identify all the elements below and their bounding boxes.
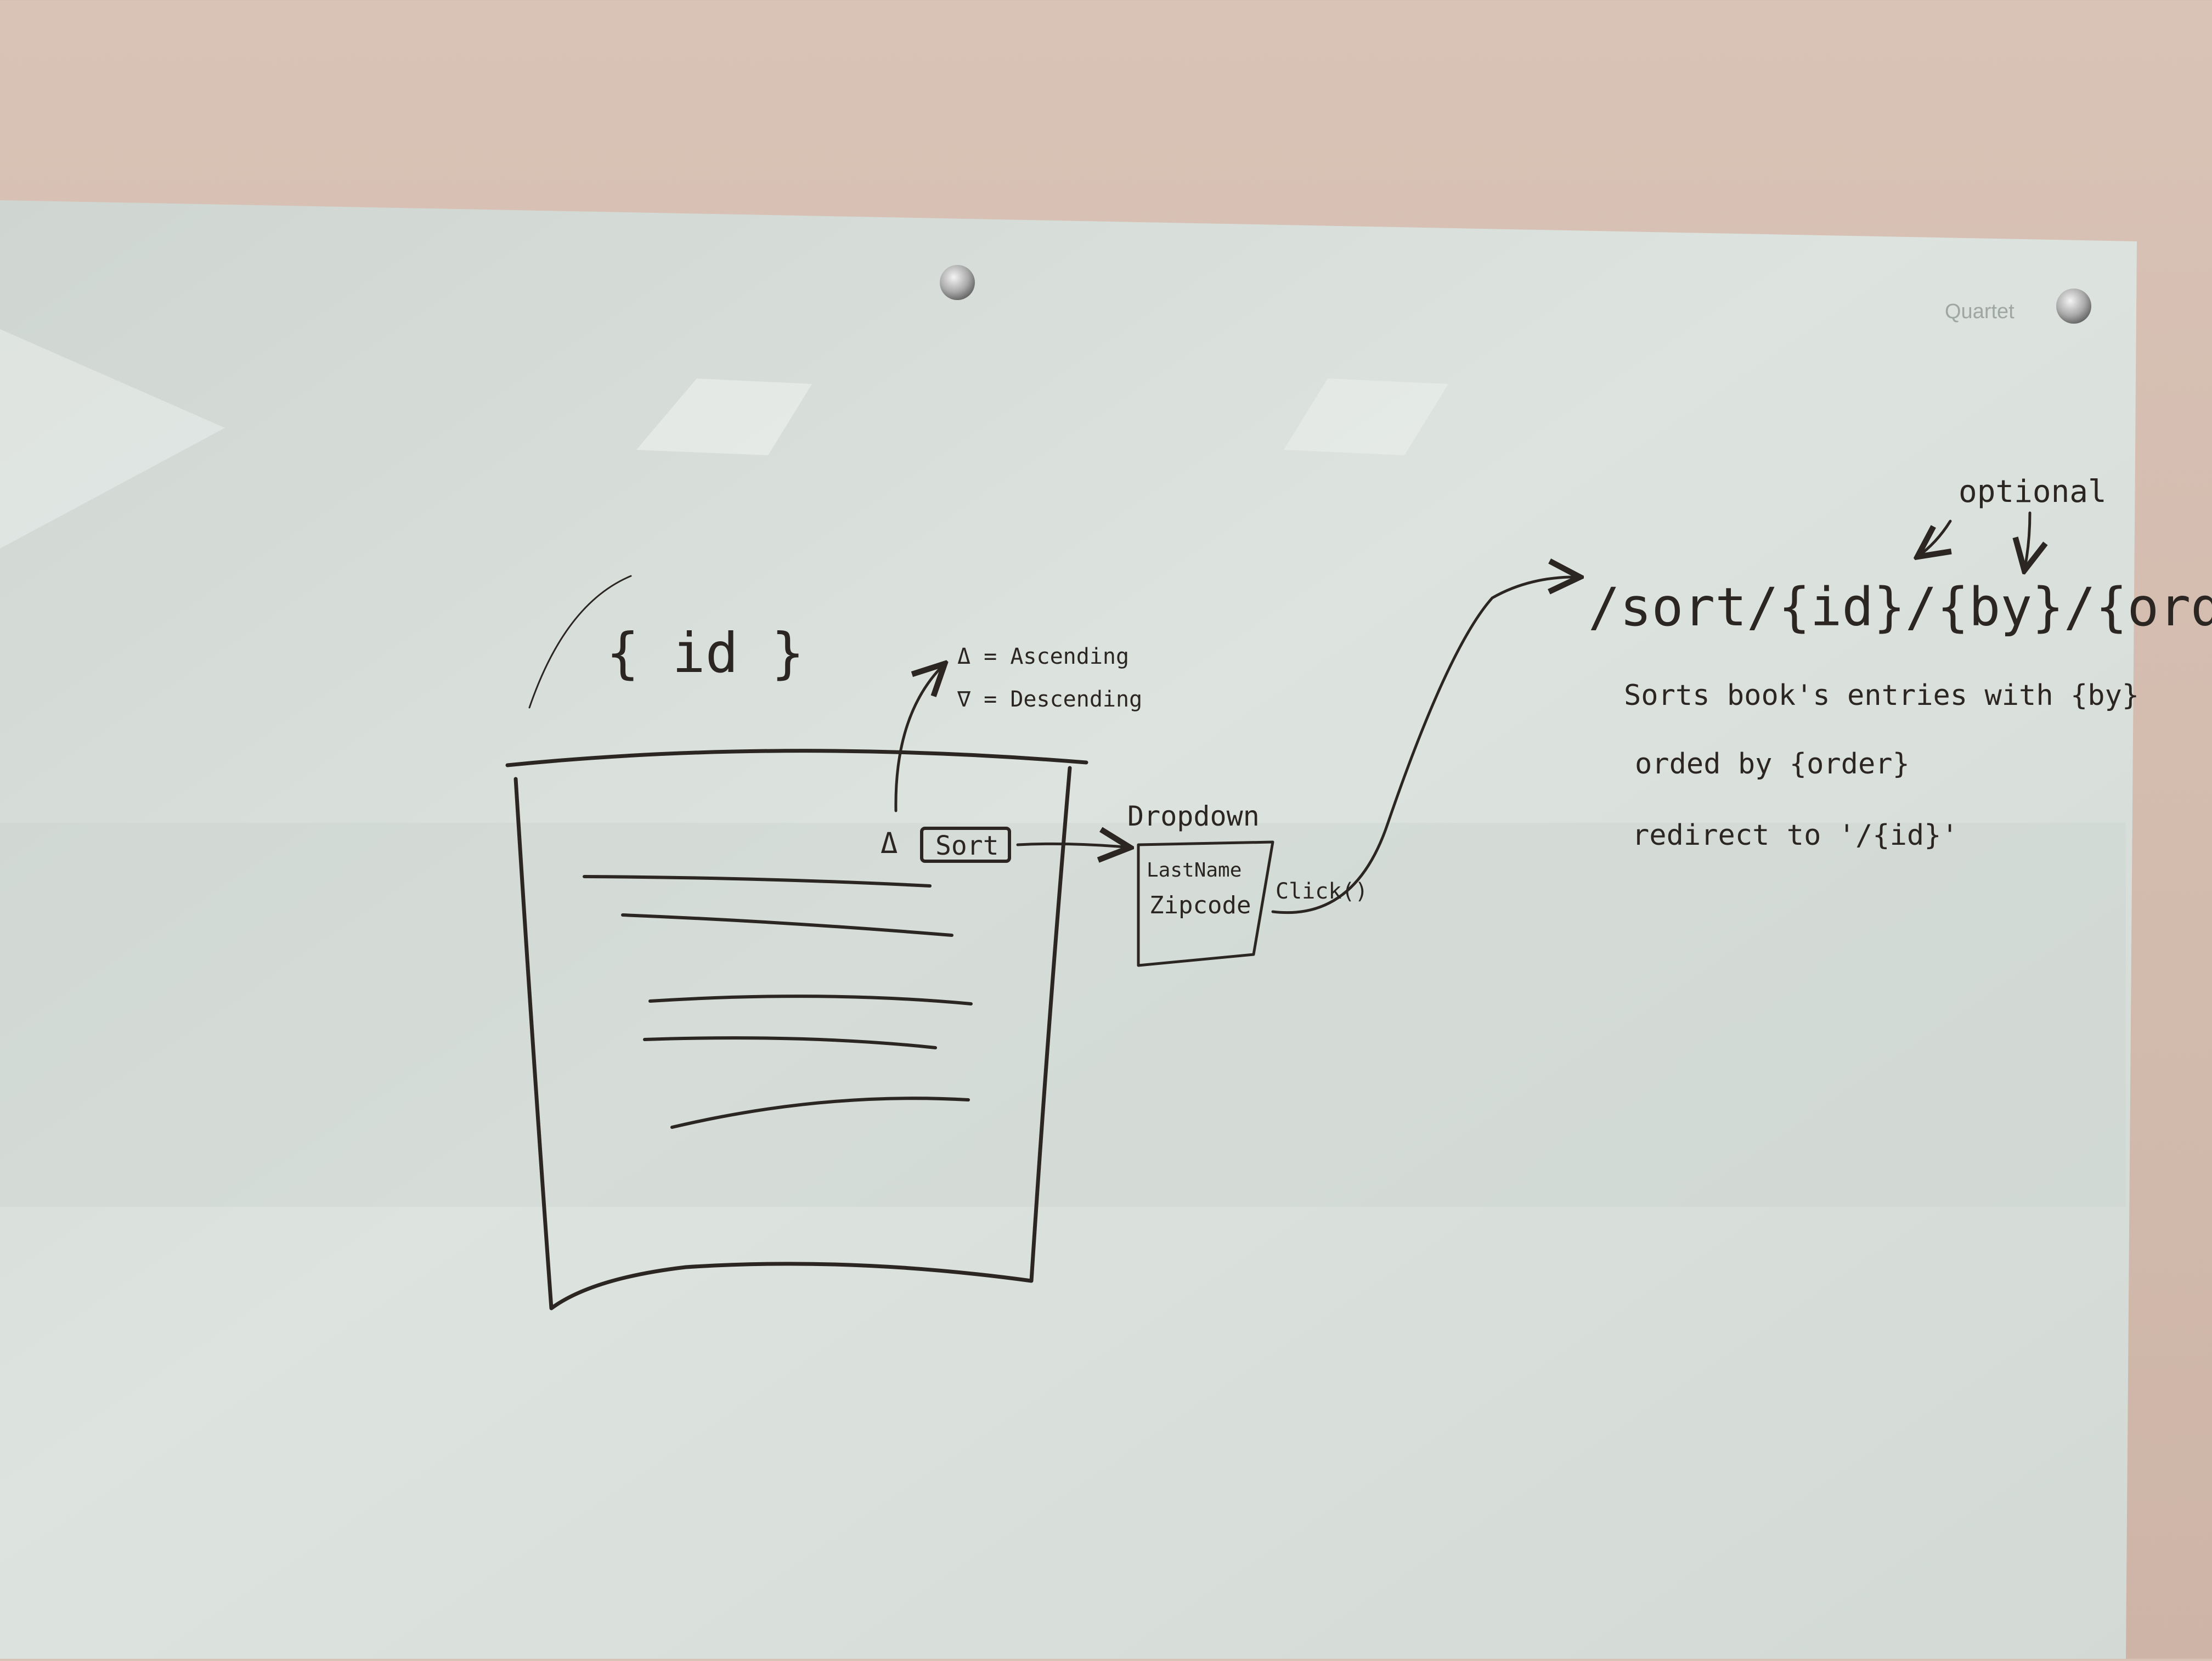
list-line (670, 1097, 970, 1129)
list-line (648, 995, 973, 1005)
click-to-route-arrow (1271, 577, 1580, 914)
dropdown-option-zipcode: Zipcode (1149, 891, 1251, 919)
optional-arrow-order (2024, 511, 2030, 570)
sort-direction-icon: Δ (881, 827, 898, 860)
route-path: /sort/{id}/{by}/{order} (1588, 577, 2212, 638)
page-outline (505, 749, 1088, 1310)
sort-button-box (920, 827, 1011, 863)
board-brand: Quartet (1945, 300, 2015, 323)
legend-ascending: Δ = Ascending (957, 644, 1129, 669)
dropdown-option-lastname: LastName (1147, 859, 1242, 882)
dropdown-label: Dropdown (1127, 800, 1260, 832)
page-title-arc (528, 575, 632, 709)
mounting-bolt (940, 265, 975, 300)
optional-arrow-by (1917, 519, 1950, 557)
page-id-label: { id } (606, 621, 804, 685)
route-description-line-2: orded by {order} (1635, 748, 1910, 781)
list-line (583, 875, 932, 888)
legend-descending: ∇ = Descending (957, 687, 1142, 712)
glass-board (0, 200, 2137, 1659)
board-reflection (1284, 378, 1448, 455)
route-description-line-3: redirect to '/{id}' (1632, 819, 1959, 852)
sort-button: Sort (935, 830, 999, 861)
optional-label: optional (1959, 474, 2107, 510)
list-line (621, 913, 953, 937)
legend-arrow (894, 664, 945, 812)
mounting-bolt (2056, 289, 2091, 324)
list-line (643, 1036, 937, 1049)
sort-to-dropdown-arrow (1016, 844, 1130, 848)
click-label: Click() (1276, 879, 1368, 904)
board-reflection (0, 823, 2126, 1207)
board-reflection (0, 329, 225, 549)
dropdown-box (1137, 840, 1274, 967)
board-reflection (636, 378, 812, 455)
route-description-line-1: Sorts book's entries with {by} (1624, 679, 2139, 712)
